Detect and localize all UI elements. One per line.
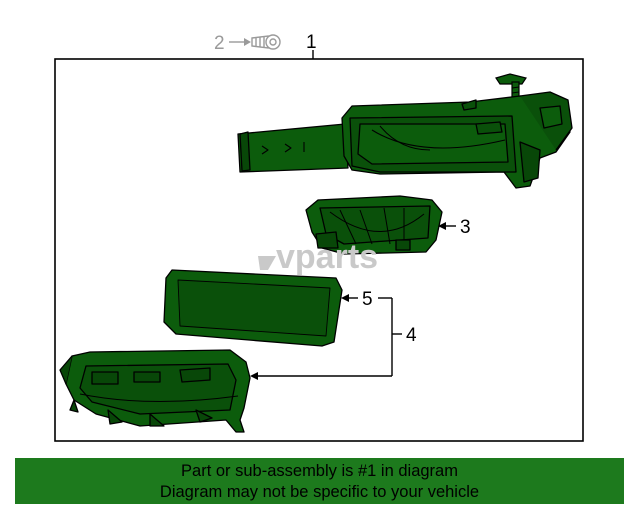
callout-3-arrow xyxy=(438,222,456,230)
callout-2: 2 xyxy=(214,33,225,54)
bolt-icon xyxy=(251,34,281,50)
callout-5: 5 xyxy=(362,289,373,310)
callout-4-bracket xyxy=(258,297,402,377)
svg-text:vparts: vparts xyxy=(276,238,378,276)
callout-5-arrow xyxy=(341,294,358,302)
lamp-reflector xyxy=(305,195,443,255)
lamp-lens xyxy=(163,269,343,347)
banner-line-2: Diagram may not be specific to your vehi… xyxy=(159,483,480,501)
screw-icon xyxy=(495,73,527,101)
assembly-frame xyxy=(54,58,584,442)
callout-2-arrow xyxy=(229,38,251,46)
callout-1: 1 xyxy=(306,32,317,53)
watermark-logo: vparts xyxy=(258,238,378,276)
callout-4: 4 xyxy=(406,325,417,346)
fog-lamp-assembly xyxy=(237,91,573,189)
info-banner: Part or sub-assembly is #1 in diagram Di… xyxy=(15,458,624,504)
callout-4-arrowhead xyxy=(250,372,258,380)
lamp-bezel xyxy=(59,349,251,433)
callout-3: 3 xyxy=(460,217,471,238)
banner-line-1: Part or sub-assembly is #1 in diagram xyxy=(181,462,458,480)
